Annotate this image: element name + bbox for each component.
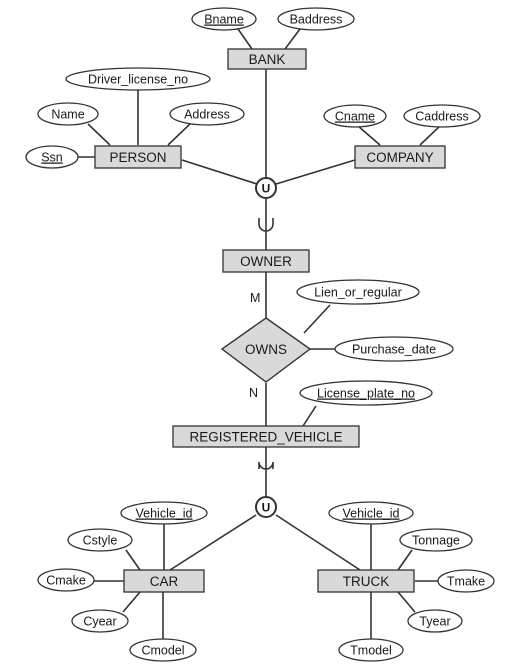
svg-text:OWNER: OWNER — [240, 254, 292, 269]
attribute-license-plate-no: License_plate_no — [299, 380, 433, 406]
entity-owner: OWNER — [222, 249, 310, 273]
attribute-caddress: Caddress — [403, 104, 481, 128]
attribute-truck-vehicle-id: Vehicle_id — [328, 501, 414, 525]
entity-car: CAR — [123, 569, 205, 593]
svg-text:BANK: BANK — [249, 52, 286, 67]
union-circle-bottom: U — [255, 496, 277, 518]
svg-text:Name: Name — [51, 108, 84, 122]
attribute-tmodel: Tmodel — [338, 638, 404, 662]
attribute-cname: Cname — [323, 104, 387, 128]
svg-text:License_plate_no: License_plate_no — [317, 387, 415, 401]
svg-text:U: U — [262, 501, 271, 515]
svg-text:Tonnage: Tonnage — [412, 534, 460, 548]
attribute-lien-or-regular: Lien_or_regular — [296, 279, 420, 305]
attribute-ssn: Ssn — [25, 145, 79, 169]
attribute-driver-license-no: Driver_license_no — [65, 67, 211, 91]
attribute-baddress: Baddress — [277, 7, 355, 31]
attribute-tonnage: Tonnage — [399, 528, 473, 552]
svg-text:Tmodel: Tmodel — [350, 644, 392, 658]
entity-company: COMPANY — [354, 145, 446, 169]
svg-text:TRUCK: TRUCK — [343, 574, 390, 589]
attribute-tmake: Tmake — [437, 569, 495, 593]
attribute-cmodel: Cmodel — [129, 638, 197, 662]
attribute-cmake: Cmake — [37, 568, 95, 592]
svg-text:Tmake: Tmake — [447, 575, 485, 589]
attribute-address: Address — [169, 102, 245, 126]
attribute-cstyle: Cstyle — [67, 528, 133, 552]
svg-text:Lien_or_regular: Lien_or_regular — [314, 286, 402, 300]
cardinality-m: M — [250, 291, 260, 305]
svg-text:COMPANY: COMPANY — [366, 150, 433, 165]
svg-text:Cname: Cname — [335, 110, 375, 124]
svg-text:Purchase_date: Purchase_date — [352, 343, 436, 357]
svg-text:REGISTERED_VEHICLE: REGISTERED_VEHICLE — [189, 430, 342, 445]
attribute-car-vehicle-id: Vehicle_id — [120, 501, 208, 525]
svg-text:Bname: Bname — [204, 13, 244, 27]
entity-truck: TRUCK — [317, 569, 415, 593]
svg-text:Cstyle: Cstyle — [83, 534, 118, 548]
svg-text:CAR: CAR — [150, 574, 179, 589]
entity-bank: BANK — [227, 48, 307, 70]
svg-text:OWNS: OWNS — [245, 342, 287, 357]
svg-text:Driver_license_no: Driver_license_no — [88, 73, 188, 87]
attribute-cyear: Cyear — [71, 609, 129, 633]
svg-text:Vehicle_id: Vehicle_id — [136, 507, 193, 521]
attribute-purchase-date: Purchase_date — [334, 336, 454, 362]
svg-text:Tyear: Tyear — [419, 615, 450, 629]
entity-registered-vehicle: REGISTERED_VEHICLE — [172, 425, 360, 448]
relationship-owns: OWNS — [220, 317, 312, 383]
svg-text:Ssn: Ssn — [41, 151, 63, 165]
attribute-tyear: Tyear — [407, 609, 463, 633]
svg-text:PERSON: PERSON — [109, 150, 166, 165]
attribute-name: Name — [37, 102, 99, 126]
svg-text:Vehicle_id: Vehicle_id — [343, 507, 400, 521]
svg-text:U: U — [262, 182, 271, 196]
svg-text:Caddress: Caddress — [415, 110, 469, 124]
entity-person: PERSON — [94, 145, 182, 169]
svg-text:Address: Address — [184, 108, 230, 122]
svg-text:Cyear: Cyear — [83, 615, 116, 629]
svg-text:Cmodel: Cmodel — [141, 644, 184, 658]
svg-text:Cmake: Cmake — [46, 574, 86, 588]
attribute-bname: Bname — [191, 7, 257, 31]
svg-text:Baddress: Baddress — [290, 13, 343, 27]
connector-lines — [78, 28, 441, 639]
cardinality-n: N — [249, 386, 258, 400]
union-circle-top: U — [255, 177, 277, 199]
